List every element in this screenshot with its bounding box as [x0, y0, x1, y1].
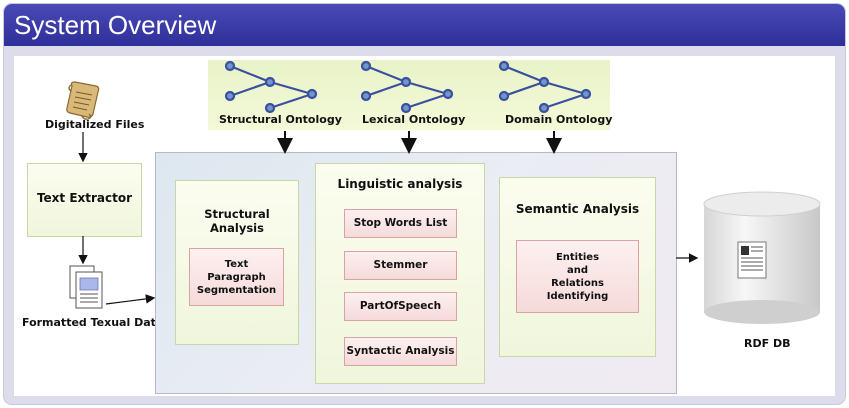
semantic-analysis-box: Semantic Analysis Entities and Relations… — [499, 177, 656, 357]
stemmer-label: Stemmer — [373, 259, 428, 271]
domain-ontology-network-icon — [498, 60, 592, 114]
text-extractor-box: Text Extractor — [27, 163, 142, 237]
entities-line-1: Entities — [555, 252, 600, 263]
entities-line-2: and — [566, 265, 589, 276]
linguistic-analysis-box: Linguistic analysis Stop Words List Stem… — [315, 163, 485, 384]
part-of-speech-label: PartOfSpeech — [359, 300, 442, 312]
linguistic-analysis-title: Linguistic analysis — [337, 177, 463, 191]
syntactic-analysis-label: Syntactic Analysis — [346, 345, 455, 357]
rdf-db-label: RDF DB — [744, 337, 791, 350]
segmentation-line-1: Text — [224, 259, 249, 270]
syntactic-analysis-box: Syntactic Analysis — [344, 337, 457, 366]
lexical-ontology-label: Lexical Ontology — [362, 113, 466, 126]
entities-relations-box: Entities and Relations Identifying — [516, 240, 639, 313]
ontology-networks — [224, 60, 592, 114]
semantic-analysis-title: Semantic Analysis — [515, 202, 640, 216]
rdf-db-cylinder-icon — [703, 191, 821, 324]
documents-icon — [69, 265, 103, 309]
text-paragraph-segmentation-box: Text Paragraph Segmentation — [189, 248, 284, 306]
entities-line-4: Identifying — [546, 291, 609, 302]
entities-line-3: Relations — [551, 278, 604, 289]
stop-words-list-box: Stop Words List — [344, 209, 457, 238]
formatted-text-label: Formatted Texual Data — [22, 316, 164, 329]
structural-analysis-box: Structural Analysis Text Paragraph Segme… — [175, 180, 299, 345]
stop-words-list-label: Stop Words List — [353, 217, 448, 229]
stemmer-box: Stemmer — [344, 251, 457, 280]
lexical-ontology-network-icon — [360, 60, 454, 114]
structural-ontology-label: Structural Ontology — [219, 113, 342, 126]
digitalized-files-label: Digitalized Files — [45, 118, 145, 131]
ontology-strip — [208, 60, 610, 130]
slide-title: System Overview — [14, 10, 217, 40]
text-extractor-label: Text Extractor — [36, 191, 133, 205]
segmentation-line-2: Paragraph — [207, 272, 266, 283]
structural-analysis-title: Structural Analysis — [204, 207, 270, 235]
title-bar: System Overview — [4, 4, 845, 46]
domain-ontology-label: Domain Ontology — [505, 113, 613, 126]
structural-ontology-network-icon — [224, 60, 318, 114]
part-of-speech-box: PartOfSpeech — [344, 292, 457, 321]
scroll-document-icon — [66, 81, 100, 120]
segmentation-line-3: Segmentation — [196, 285, 277, 296]
